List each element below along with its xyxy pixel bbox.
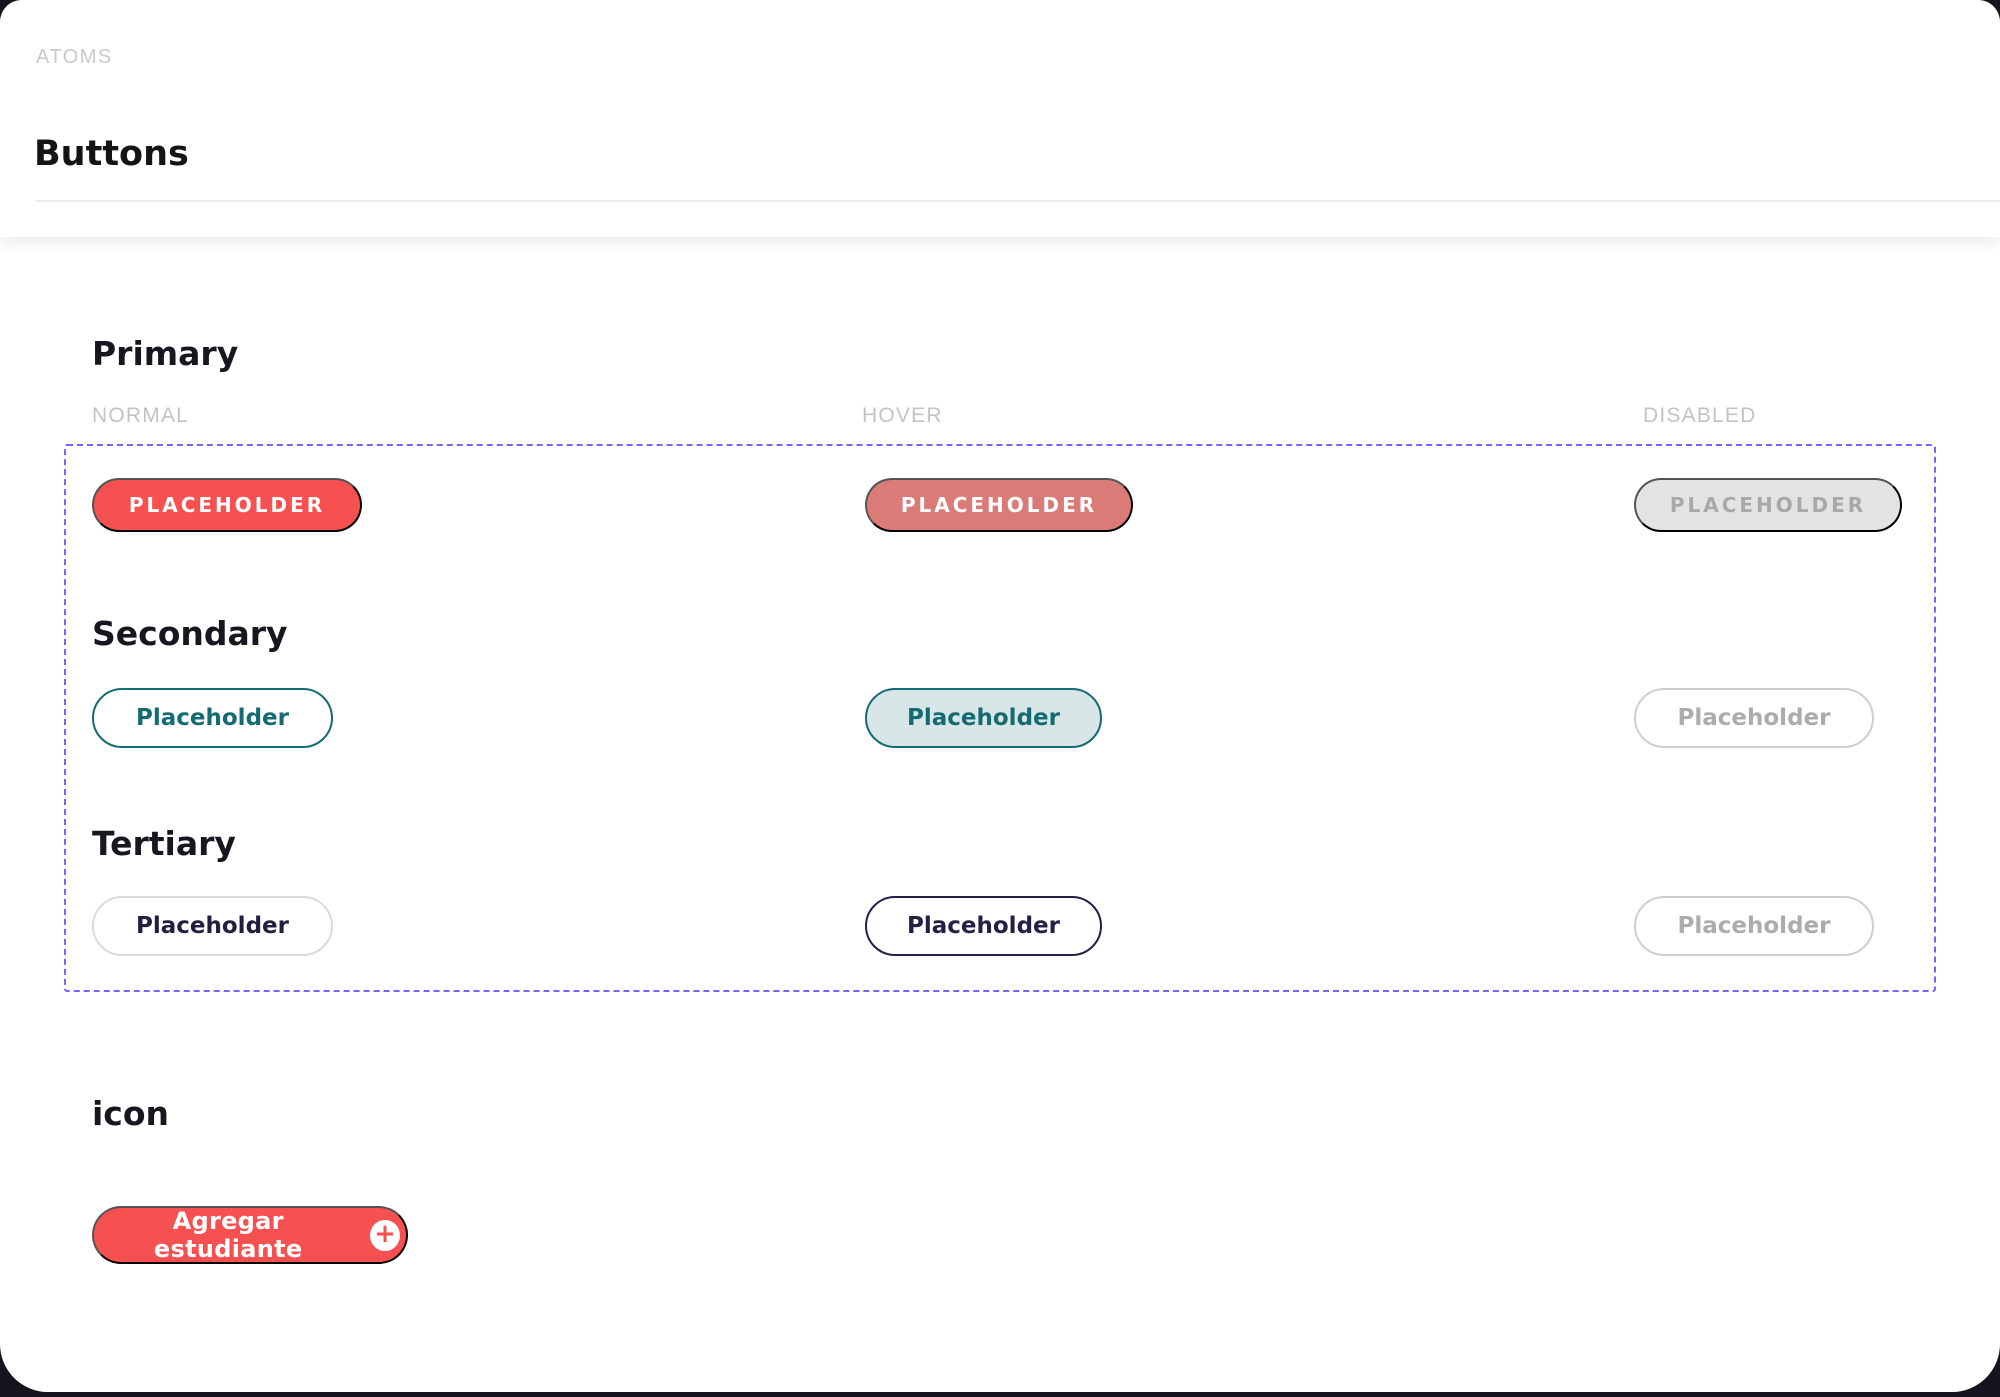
secondary-button-disabled: Placeholder	[1634, 688, 1874, 748]
state-label-disabled: DISABLED	[1643, 404, 1757, 427]
icon-heading: icon	[92, 1094, 170, 1133]
primary-button-disabled: PLACEHOLDER	[1634, 478, 1902, 532]
primary-button-hover[interactable]: PLACEHOLDER	[865, 478, 1133, 532]
tertiary-button-hover[interactable]: Placeholder	[865, 896, 1102, 956]
tertiary-button-disabled: Placeholder	[1634, 896, 1874, 956]
state-label-hover: HOVER	[862, 404, 943, 427]
plus-circle-icon: +	[370, 1219, 400, 1251]
secondary-heading: Secondary	[92, 614, 288, 653]
header-divider	[36, 200, 2000, 202]
component-selection-frame	[64, 444, 1936, 992]
add-student-button[interactable]: Agregar estudiante +	[92, 1206, 408, 1264]
primary-button-normal[interactable]: PLACEHOLDER	[92, 478, 362, 532]
add-student-button-label: Agregar estudiante	[153, 1207, 303, 1263]
tertiary-button-normal[interactable]: Placeholder	[92, 896, 333, 956]
page-title: Buttons	[34, 134, 189, 174]
primary-heading: Primary	[92, 334, 239, 373]
category-label: ATOMS	[36, 46, 113, 68]
secondary-button-hover[interactable]: Placeholder	[865, 688, 1102, 748]
secondary-button-normal[interactable]: Placeholder	[92, 688, 333, 748]
page-header: ATOMS Buttons	[0, 0, 2000, 237]
tertiary-heading: Tertiary	[92, 824, 236, 863]
state-label-normal: NORMAL	[92, 404, 190, 427]
